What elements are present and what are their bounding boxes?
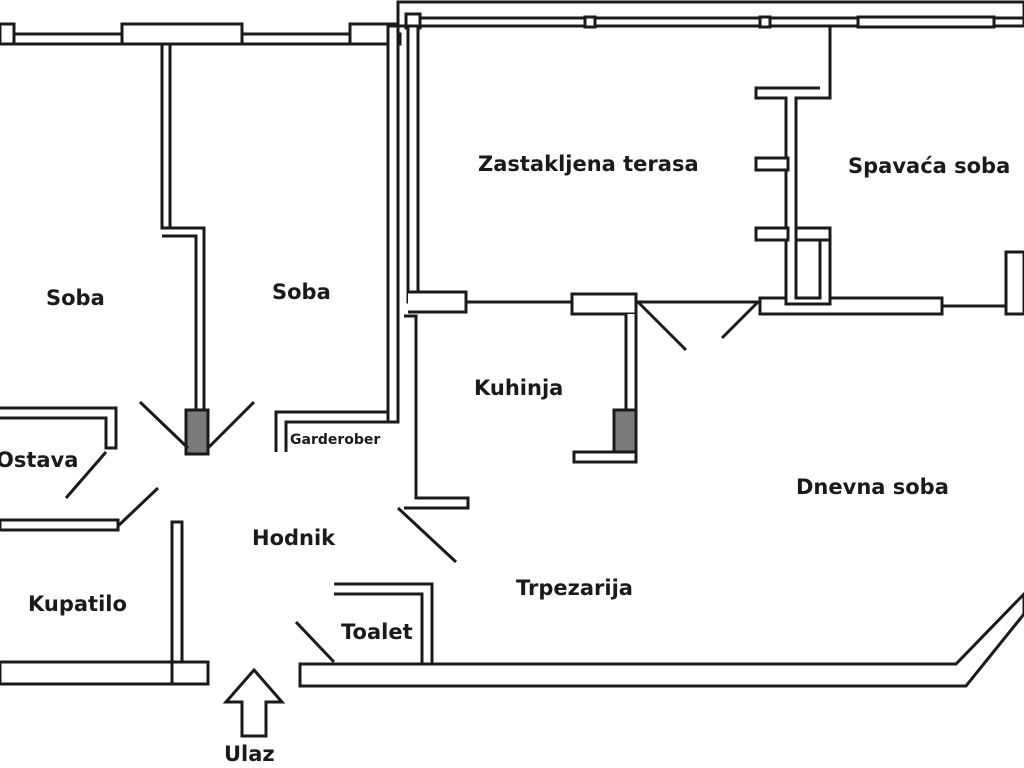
wall-bottom-left-inner — [170, 660, 210, 686]
window-top-2 — [120, 22, 244, 46]
door-swing-2 — [206, 400, 256, 450]
wall-partition-top — [570, 292, 638, 316]
entrance-label: Ulaz — [224, 742, 275, 766]
wall-kuhinja-left — [404, 314, 470, 510]
wall-terrace-bottom-left — [408, 290, 468, 314]
window-top-1 — [0, 22, 16, 46]
window-top-5 — [758, 15, 772, 29]
room-label-toalet: Toalet — [341, 620, 413, 644]
wall-kupatilo-right — [170, 520, 184, 666]
chimney-left — [184, 408, 210, 456]
door-swing-7 — [720, 300, 760, 340]
window-top-4 — [583, 15, 597, 29]
wall-ostava-top — [0, 406, 118, 450]
door-swing-4 — [64, 451, 108, 499]
door-swing-6 — [636, 300, 688, 352]
room-label-ostava: Ostava — [0, 448, 79, 472]
wall-garderober — [274, 410, 390, 452]
wall-spavaca-post — [1004, 250, 1024, 316]
room-label-dnevna-soba: Dnevna soba — [796, 475, 949, 499]
wall-soba-divider-top — [160, 42, 172, 230]
wall-terrace-left — [406, 24, 420, 304]
wall-bottom-right — [298, 591, 1024, 688]
door-swing-3 — [116, 486, 160, 528]
room-label-kupatilo: Kupatilo — [28, 592, 127, 616]
arrow-up-icon — [222, 667, 286, 738]
room-label-spavaca-soba: Spavaća soba — [848, 154, 1011, 178]
door-swing-1 — [138, 400, 190, 450]
room-label-soba-middle: Soba — [272, 280, 331, 304]
room-label-soba-left: Soba — [46, 286, 105, 310]
wall-soba-divider-step — [162, 226, 206, 414]
window-top-6 — [856, 15, 996, 29]
chimney-right — [612, 408, 638, 454]
room-label-zastakljena-terasa: Zastakljena terasa — [478, 152, 699, 176]
pier-2 — [754, 226, 790, 242]
door-swing-8 — [294, 620, 336, 664]
room-label-hodnik: Hodnik — [252, 526, 336, 550]
pier-3 — [794, 226, 832, 242]
room-label-trpezarija: Trpezarija — [516, 576, 633, 600]
room-label-garderober: Garderober — [290, 432, 381, 448]
room-label-kuhinja: Kuhinja — [474, 376, 564, 400]
door-swing-5 — [396, 506, 458, 564]
wall-middle-vertical — [386, 24, 400, 424]
wall-ostava-bottom — [0, 518, 120, 532]
pier-1 — [754, 156, 790, 172]
